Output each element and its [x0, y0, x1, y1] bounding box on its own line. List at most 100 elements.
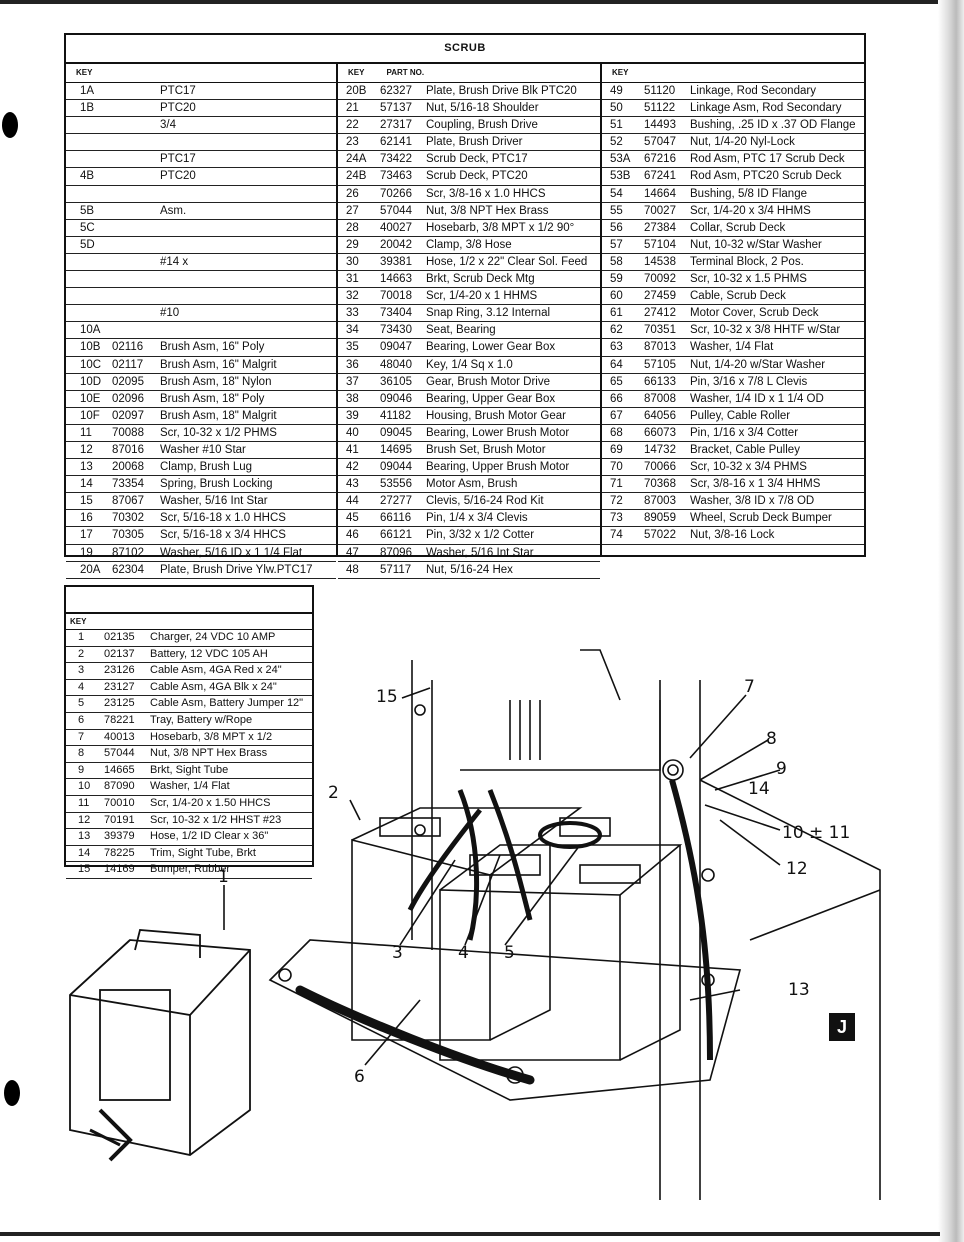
row-part-number: 39379	[104, 830, 135, 843]
table-row	[66, 186, 336, 203]
row-key: 43	[346, 478, 359, 491]
row-description: Brkt, Sight Tube	[150, 763, 229, 776]
row-part-number: 70092	[644, 273, 676, 286]
row-description: PTC20	[160, 170, 196, 183]
row-key: 12	[78, 813, 91, 826]
terminal-cap	[469, 854, 541, 876]
battery-table-title	[66, 587, 312, 614]
row-key: 24B	[346, 170, 367, 183]
row-description: Trim, Sight Tube, Brkt	[150, 846, 256, 859]
row-description: PTC20	[160, 102, 196, 115]
scan-border-top	[0, 0, 940, 4]
row-description: Snap Ring, 3.12 Internal	[426, 307, 551, 320]
row-key: 29	[346, 238, 359, 251]
row-part-number: 14663	[380, 273, 412, 286]
row-part-number: 23125	[104, 697, 135, 710]
row-description: Scr, 10-32 x 1/2 PHMS	[160, 426, 277, 439]
row-description: Nut, 5/16-18 Shoulder	[426, 102, 539, 115]
row-part-number: 70191	[104, 813, 135, 826]
row-part-number: 27384	[644, 221, 676, 234]
table-row	[66, 134, 336, 152]
row-key: 53A	[610, 153, 631, 166]
row-key: 21	[346, 102, 359, 115]
row-key: 20B	[346, 85, 367, 97]
row-description: Spring, Brush Locking	[160, 478, 273, 491]
row-key: 36	[346, 358, 359, 371]
row-description: Scrub Deck, PTC20	[426, 170, 528, 183]
row-part-number: 70302	[112, 512, 144, 525]
table-row: 10A	[66, 322, 336, 340]
row-description: Clevis, 5/16-24 Rod Kit	[426, 495, 544, 508]
row-description: Linkage Asm, Rod Secondary	[690, 102, 842, 115]
row-description: Cable, Scrub Deck	[690, 290, 786, 303]
row-description: Scr, 10-32 x 3/4 PHMS	[690, 461, 807, 474]
terminal-cap	[379, 817, 441, 837]
row-key: 24A	[346, 153, 367, 166]
callout-5: 5	[504, 943, 515, 963]
row-key: 19	[80, 546, 93, 559]
row-description: Gear, Brush Motor Drive	[426, 375, 550, 388]
binder-hole-top	[2, 112, 18, 138]
row-part-number: 14664	[644, 187, 676, 200]
row-key: 16	[80, 512, 93, 525]
row-key: 69	[610, 443, 623, 456]
row-description: Bearing, Lower Gear Box	[426, 341, 556, 354]
row-key: 3	[78, 664, 85, 677]
row-part-number: 67241	[644, 170, 676, 183]
row-description: Scr, 1/4-20 x 3/4 HHMS	[690, 204, 811, 217]
row-part-number: 70010	[104, 796, 135, 809]
row-description: Brush Asm, 16" Malgrit	[160, 358, 277, 371]
row-key: 44	[346, 495, 359, 508]
row-key: 53B	[610, 170, 631, 183]
row-key: 56	[610, 221, 623, 234]
row-key: 20A	[80, 563, 101, 576]
row-part-number: 73354	[112, 478, 144, 491]
row-key: 5B	[80, 204, 95, 217]
row-part-number: 87090	[104, 780, 135, 793]
row-key: 57	[610, 238, 623, 251]
row-description: Clamp, 3/8 Hose	[426, 238, 512, 251]
row-part-number: 67216	[644, 153, 676, 166]
row-description: Battery, 12 VDC 105 AH	[150, 647, 268, 660]
row-key: 41	[346, 443, 359, 456]
row-key: 22	[346, 119, 359, 132]
row-part-number: 87067	[112, 495, 144, 508]
row-part-number: 27317	[380, 119, 412, 132]
row-description: Scr, 1/4-20 x 1 HHMS	[426, 290, 538, 303]
row-key: 34	[346, 324, 359, 337]
row-part-number: 89059	[644, 512, 676, 525]
row-description: Hosebarb, 3/8 MPT x 1/2	[150, 730, 273, 743]
row-key: 73	[610, 512, 623, 525]
row-part-number: 87003	[644, 495, 676, 508]
row-description: Washer, 3/8 ID x 7/8 OD	[690, 495, 815, 508]
row-part-number: 66073	[644, 426, 676, 439]
